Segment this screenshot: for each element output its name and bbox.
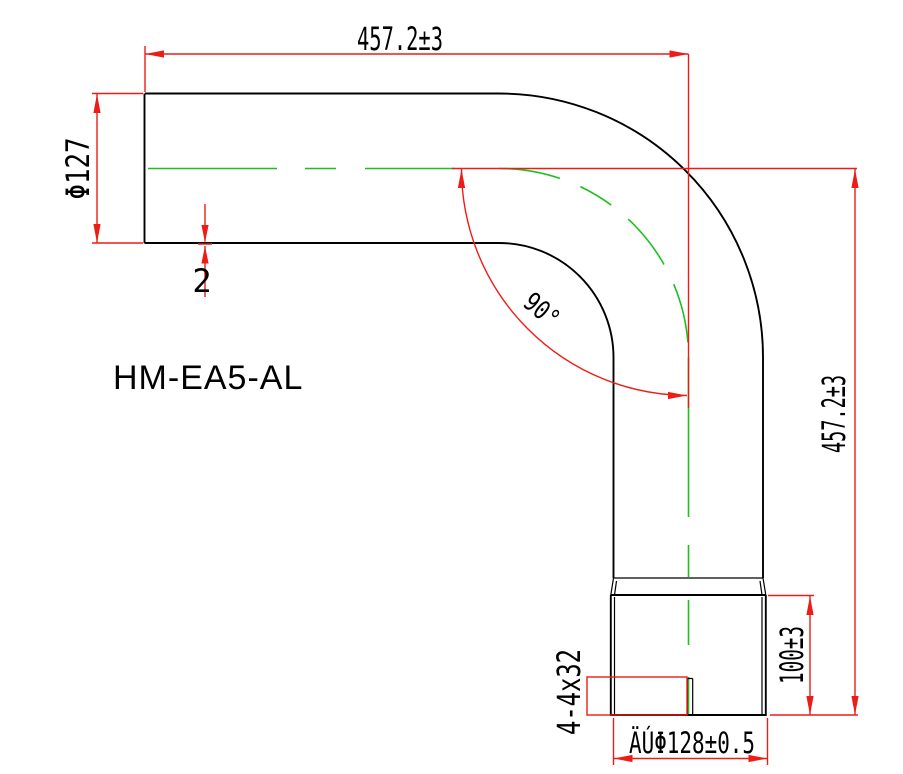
centerlines (148, 167, 690, 714)
dim-wall-thickness: 2 (192, 204, 212, 300)
dim-right-length: 457.2±3 (452, 167, 859, 716)
expanded-cuff-outer (609, 594, 767, 716)
dim-value-right-length: 457.2±3 (815, 375, 853, 453)
dim-cuff-length: 100±3 (768, 594, 814, 715)
dim-arrowhead-up (851, 169, 859, 188)
pipe-outline (143, 92, 767, 716)
dim-arrowhead-right (669, 50, 689, 58)
dim-arrowhead-right (668, 391, 687, 400)
dim-arrowhead-up (93, 94, 101, 113)
dim-value-top-length: 457.2±3 (357, 20, 443, 58)
dim-value-wall-thickness: 2 (192, 262, 211, 300)
dim-arrowhead-left (145, 50, 164, 58)
dim-pipe-diameter: Φ127 (59, 92, 143, 244)
callout-slots: 4-4x32 (550, 649, 688, 735)
dim-top-length: 457.2±3 (144, 20, 690, 408)
dim-value-slot-spec: 4-4x32 (550, 649, 588, 735)
dim-bend-angle: 90° (457, 168, 688, 400)
part-number-label: HM-EA5-AL (113, 359, 303, 397)
dim-value-pipe-diameter: Φ127 (59, 138, 97, 200)
dim-flare-diameter: ÄÚΦ128±0.5 (612, 718, 769, 765)
dim-arrowhead-down (806, 696, 814, 715)
dim-arrowhead-right (748, 754, 768, 763)
dim-arrowhead-down (93, 224, 101, 243)
expanded-cuff-inner-walls (613, 597, 763, 715)
flare-transition (610, 577, 767, 596)
pipe-outer-profile (145, 92, 764, 578)
dim-arrowhead-up (806, 596, 814, 615)
slot-callout-box (586, 676, 688, 716)
dim-value-cuff-length: 100±3 (773, 626, 811, 684)
dim-arrowhead-left (613, 754, 633, 763)
dim-arrowhead-up (201, 246, 209, 264)
angle-dim-arc (460, 168, 688, 397)
dim-arrowhead-up (457, 169, 466, 188)
dim-arrowhead-down (201, 225, 209, 243)
centerline-bend-arc (498, 167, 690, 358)
dim-arrowhead-down (851, 696, 859, 715)
dim-value-bend-angle: 90° (517, 287, 565, 334)
pipe-inner-profile (144, 242, 615, 578)
dim-value-flare-diameter: ÄÚΦ128±0.5 (629, 726, 755, 760)
dim-extension-line (612, 718, 769, 765)
